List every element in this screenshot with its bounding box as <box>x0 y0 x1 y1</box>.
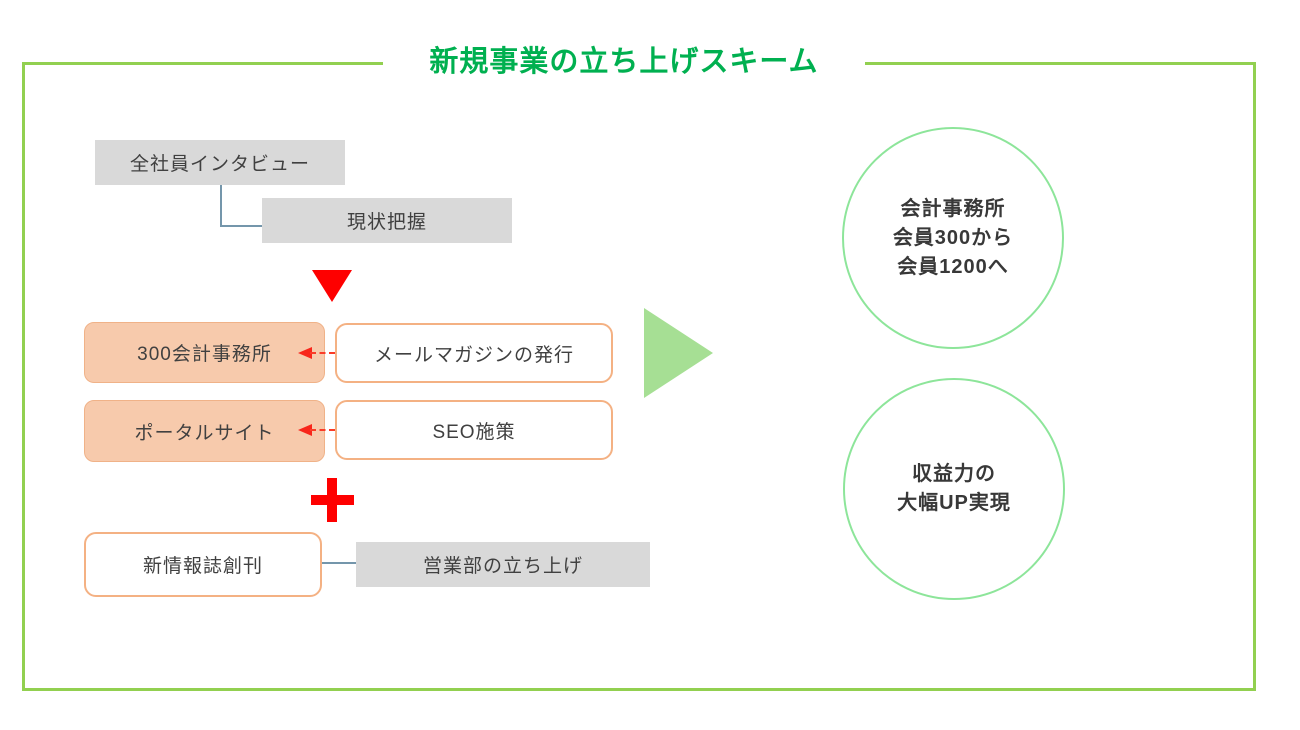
box-seo: SEO施策 <box>335 400 613 460</box>
goal-members-line3: 会員1200へ <box>897 255 1009 278</box>
arrowhead-icon <box>298 347 312 359</box>
goal-members-line1: 会計事務所 <box>900 197 1006 220</box>
arrowhead-icon <box>298 424 312 436</box>
down-arrow-icon <box>312 270 352 302</box>
box-new-magazine: 新情報誌創刊 <box>84 532 322 597</box>
arrow-shaft <box>310 429 354 431</box>
goal-circle-profit: 収益力の 大幅UP実現 <box>843 378 1065 600</box>
box-sales-dept-label: 営業部の立ち上げ <box>422 556 583 577</box>
box-accounting-offices: 300会計事務所 <box>84 322 325 383</box>
connector-elbow-horizontal <box>220 225 262 227</box>
goal-circle-members: 会計事務所 会員300から 会員1200へ <box>842 127 1064 349</box>
box-seo-label: SEO施策 <box>432 421 516 443</box>
box-current-status: 現状把握 <box>262 198 512 243</box>
right-arrow-icon <box>644 308 713 398</box>
box-portal-site: ポータルサイト <box>84 400 325 462</box>
left-arrow-icon-seo <box>298 424 354 436</box>
box-new-magazine-label: 新情報誌創刊 <box>142 556 263 577</box>
box-mail-magazine-label: メールマガジンの発行 <box>373 344 574 366</box>
connector-magazine-sales <box>322 562 356 564</box>
box-interview: 全社員インタビュー <box>95 140 345 185</box>
goal-profit-line1: 収益力の <box>912 463 996 485</box>
left-arrow-icon-mailmag <box>298 347 354 359</box>
goal-profit-line2: 大幅UP実現 <box>897 492 1011 514</box>
page-title: 新規事業の立ち上げスキーム <box>383 44 865 80</box>
plus-icon <box>327 478 337 522</box>
box-mail-magazine: メールマガジンの発行 <box>335 323 613 383</box>
box-current-status-label: 現状把握 <box>346 212 427 233</box>
box-interview-label: 全社員インタビュー <box>129 154 310 175</box>
connector-elbow-vertical <box>220 185 222 227</box>
goal-members-line2: 会員300から <box>892 226 1014 249</box>
box-portal-site-label: ポータルサイト <box>134 422 275 444</box>
arrow-shaft <box>310 352 354 354</box>
box-sales-dept: 営業部の立ち上げ <box>356 542 650 587</box>
box-accounting-offices-label: 300会計事務所 <box>137 344 272 365</box>
